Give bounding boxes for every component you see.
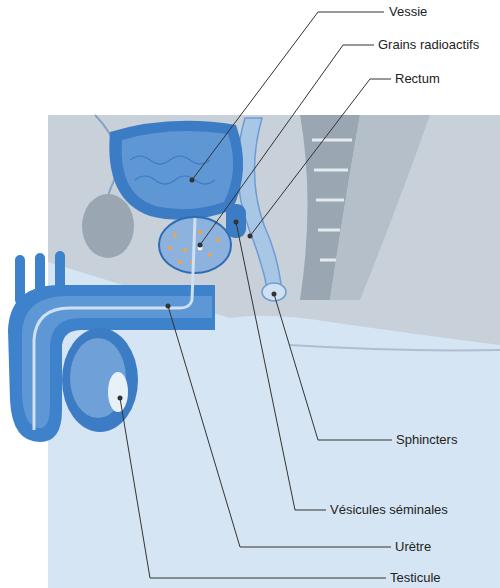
leader-dots (118, 178, 277, 401)
part-label: Rectum (395, 71, 440, 87)
vertebra-lines (312, 140, 352, 260)
epididymis (108, 372, 128, 412)
body-section (48, 115, 500, 588)
part-label: Testicule (390, 570, 441, 586)
seminal-vesicle (226, 204, 246, 238)
urethra (34, 218, 195, 430)
sphincters (262, 283, 286, 301)
testicle (62, 328, 138, 432)
rectum (238, 118, 282, 292)
bladder-texture (130, 156, 215, 184)
bladder-inner (122, 131, 234, 209)
part-label: Grains radioactifs (378, 37, 479, 53)
part-label: Vésicules séminales (330, 502, 448, 518)
part-label: Sphincters (396, 432, 457, 448)
leader-lines (120, 12, 392, 578)
sacrum-back (330, 115, 430, 300)
corpus (22, 296, 212, 428)
part-label: Urètre (395, 539, 431, 555)
buttock-line (290, 345, 500, 350)
bladder (109, 121, 243, 220)
penis-texture (20, 256, 60, 300)
part-label: Vessie (389, 4, 427, 20)
pubic-bone (82, 194, 134, 258)
